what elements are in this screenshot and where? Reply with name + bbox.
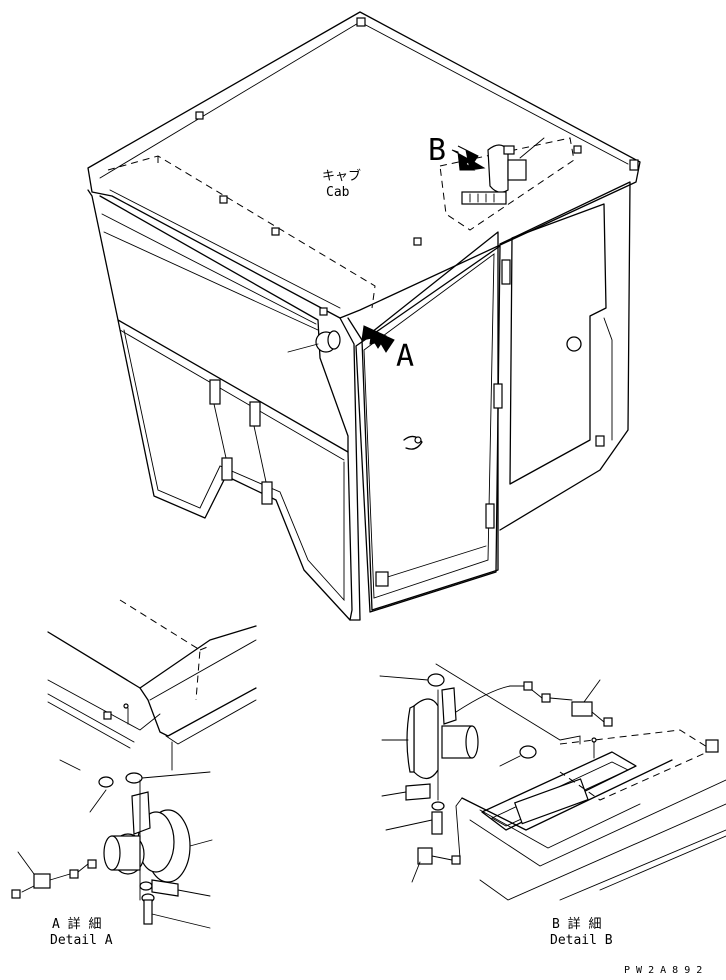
callout-b-label: B: [428, 133, 446, 168]
roof-bolts: [195, 17, 639, 316]
cab-illustration: [87, 11, 641, 621]
detail-a-title-jp: A 詳 細: [52, 916, 101, 932]
horn-location-a: [287, 330, 341, 353]
double-arrow-icon: [451, 145, 486, 171]
side-hinges: [209, 379, 273, 505]
cab-label-jp: キャブ: [322, 168, 361, 184]
detail-a-title-en: Detail A: [50, 933, 113, 948]
detail-b-title-en: Detail B: [550, 933, 613, 948]
double-arrow-icon: [361, 325, 395, 353]
horn-location-b: [461, 137, 545, 205]
detail-a-illustration: [11, 599, 257, 929]
detail-b-illustration: [379, 663, 726, 901]
detail-b-title-jp: B 詳 細: [552, 916, 601, 932]
callout-a-label: A: [396, 339, 414, 374]
cab-label-en: Cab: [326, 185, 350, 200]
drawing-code: P W 2 A 8 9 2: [624, 965, 702, 976]
